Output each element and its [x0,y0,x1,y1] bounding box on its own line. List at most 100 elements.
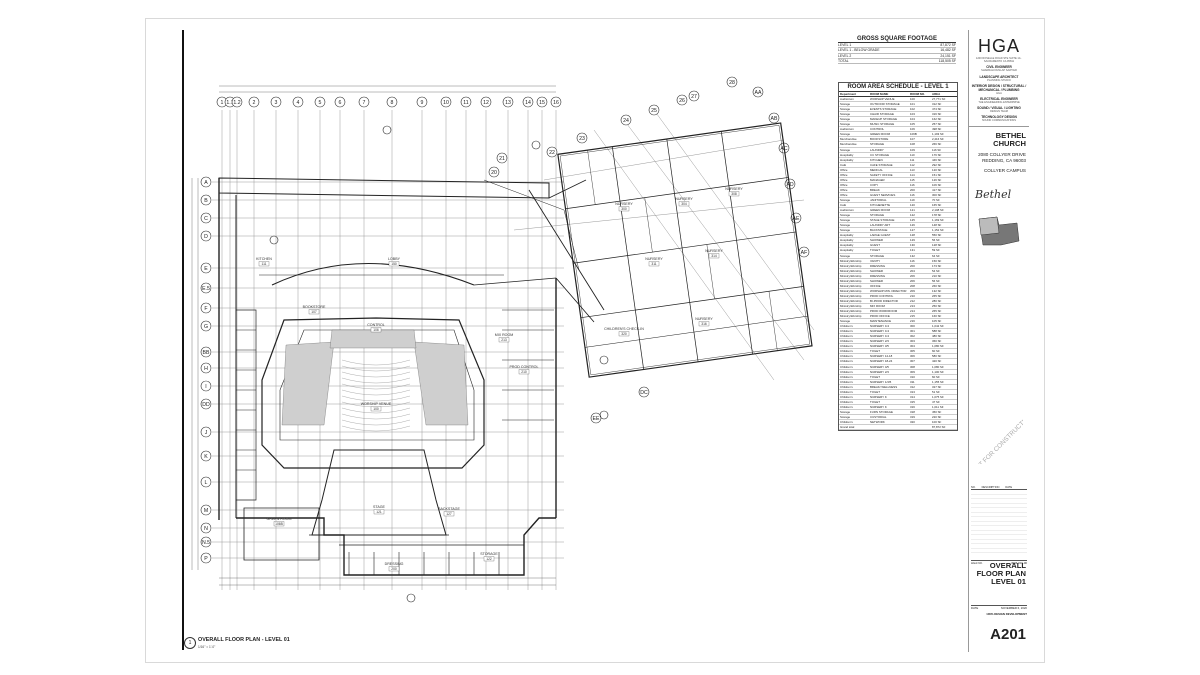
schedule-cell: Children's [840,324,853,329]
grid-bubble [200,476,212,488]
grid-label: AF [801,250,808,256]
grid-label: A [204,180,208,186]
schedule-cell: LARGE GUEST [870,233,891,238]
room-number-tag [698,321,710,327]
schedule-cell: 474 SF [932,107,942,112]
room-number: 210 [521,370,527,374]
grid-bubble [200,230,212,242]
room-name: KITCHEN [256,257,272,261]
schedule-cell: 148 SF [932,223,942,228]
schedule-cell: 56 SF [932,278,940,283]
schedule-cell: 580 SF [932,354,942,359]
schedule-cell: 306 [910,354,915,359]
not-for-construction-stamp: NOT FOR CONSTRUCTION [977,418,1023,464]
schedule-cell: 47 SF [932,399,940,404]
gsf-label: LEVEL 1 [838,43,852,47]
owner-signature: Bethel [975,187,1012,201]
seat-row [341,395,411,402]
schedule-cell: SHOWER [870,278,884,283]
room-name: GREEN ROOM [267,517,292,521]
grid-bubble [726,76,738,88]
grid-label: 5 [319,100,322,106]
grid-label: 1.2 [233,100,240,106]
schedule-cell: STAGE STORAGE [870,218,895,223]
schedule-cell: 308 [910,364,915,369]
grid-bubble [292,96,304,108]
project-name-line2: CHURCH [993,138,1026,148]
gsf-value: 16,482 SF [940,48,956,53]
schedule-cell: 101 [910,102,915,107]
schedule-cell: Hospitality [840,157,854,162]
grid-label: 6 [339,100,342,106]
room-name: NURSERY [675,197,693,201]
design-phase: 100% DESIGN DEVELOPMENT [986,612,1027,616]
schedule-cell: 111 [910,157,915,162]
seat-row [341,407,411,414]
seat-row [341,389,411,396]
schedule-cell: 120 SF [932,167,942,172]
room-name: MIX ROOM [495,333,514,337]
grid-bubble [200,552,212,564]
schedule-cell: 1,080 SF [932,364,944,369]
schedule-cell: 107 [910,137,915,142]
grid-line [513,199,805,231]
grid-bubble [200,176,212,188]
schedule-cell: 116 [910,192,915,197]
schedule-cell: JANITORIAL [870,197,887,202]
schedule-cell: 2,416 SF [932,137,944,142]
room-number-tag [388,261,400,267]
grid-label: BB [203,350,210,356]
schedule-cell: 309 [910,369,915,374]
schedule-cell: Ministry/Worship [840,309,862,314]
schedule-cell: MEDICAL [870,167,883,172]
date-label: DATE [971,606,979,610]
seat-row [341,365,411,372]
schedule-cell: Office [840,172,848,177]
grid-bubble [200,398,212,410]
address-line1: 2080 COLLYER DRIVE [978,151,1026,157]
schedule-cell: 51 SF [932,389,940,394]
schedule-cell: 113 [910,167,915,172]
grid-bubble [200,362,212,374]
room-number-tag [678,201,690,207]
schedule-cell: NURSERY 18-24 [870,359,893,364]
schedule-cell: 105 [910,122,915,127]
schedule-cell: Hospitality [840,238,854,243]
grid-bubble [200,262,212,274]
room-number: 150 [391,262,397,266]
schedule-cell: 206 [910,278,915,283]
room-number: 200 [391,567,397,571]
view-number-marker: 1 [184,637,196,649]
room-number-tag [498,337,510,343]
schedule-cell: 106B [910,132,917,137]
room-number-tag [370,327,382,333]
grid-label: 7 [363,100,366,106]
schedule-cell: 318 [910,409,915,414]
room-number: 106B [275,522,284,526]
schedule-cell: 208 [910,283,915,288]
schedule-cell: 106 [910,127,915,132]
hga-number-row: HGA NO. 3096-001-00 [971,560,1027,565]
schedule-cell: 480 SF [932,334,942,339]
grid-bubble [200,282,212,294]
schedule-cell: Ministry/Worship [840,273,862,278]
schedule-cell: Storage [840,319,851,324]
grid-label: G [204,324,208,330]
